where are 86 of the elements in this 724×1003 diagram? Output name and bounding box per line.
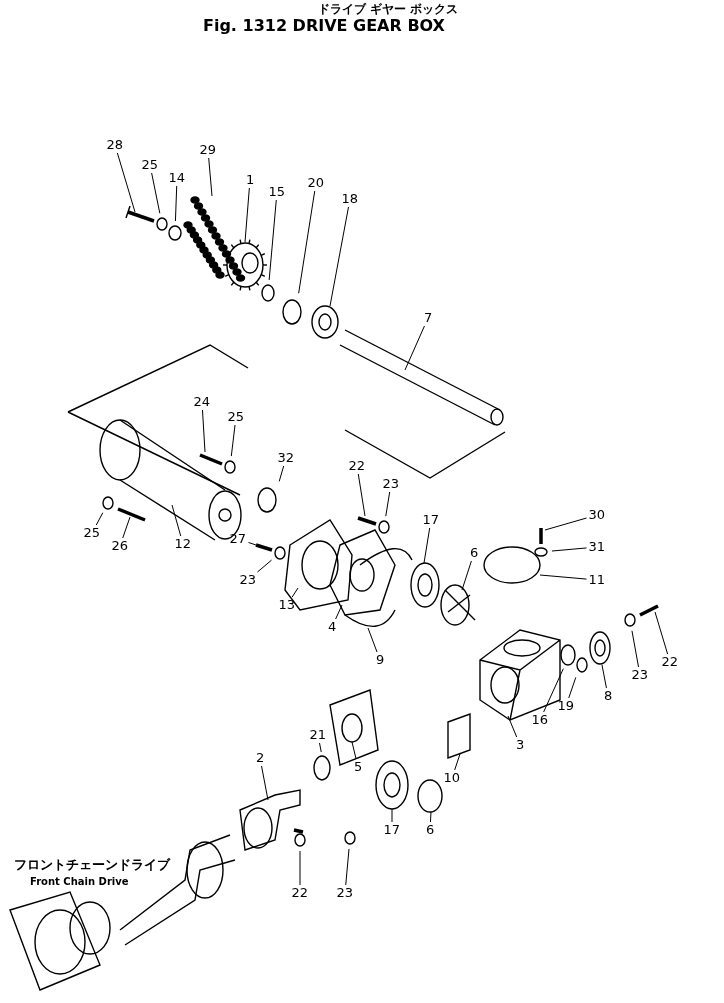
callout-number: 32 bbox=[276, 451, 296, 465]
callout-number: 21 bbox=[308, 728, 328, 742]
callout-number: 25 bbox=[226, 410, 246, 424]
callout-number: 27 bbox=[228, 532, 248, 546]
leader-line bbox=[278, 465, 285, 482]
callout-number: 1 bbox=[245, 173, 256, 187]
leader-line bbox=[202, 409, 206, 453]
part-name: Front Chain Drive bbox=[30, 876, 129, 887]
callout-number: 6 bbox=[469, 546, 480, 560]
leader-line bbox=[244, 187, 250, 243]
leader-line bbox=[335, 604, 343, 620]
leader-line bbox=[461, 560, 472, 591]
callout-number: 15 bbox=[267, 185, 287, 199]
callout-number: 11 bbox=[587, 573, 607, 587]
callout-number: 13 bbox=[277, 598, 297, 612]
callout-number: 30 bbox=[587, 508, 607, 522]
leader-line bbox=[507, 715, 518, 738]
leader-line bbox=[291, 587, 299, 598]
leader-line bbox=[391, 808, 393, 823]
leader-line bbox=[122, 516, 131, 539]
leader-line bbox=[116, 152, 136, 213]
callout-number: 16 bbox=[530, 713, 550, 727]
leader-line bbox=[568, 676, 577, 699]
callout-number: 22 bbox=[660, 655, 680, 669]
leader-line bbox=[404, 325, 425, 371]
leader-line bbox=[95, 512, 104, 526]
callout-number: 26 bbox=[110, 539, 130, 553]
leader-line bbox=[351, 741, 357, 760]
callout-number: 22 bbox=[347, 459, 367, 473]
leader-line bbox=[151, 172, 161, 214]
leader-line bbox=[257, 559, 273, 573]
callout-number: 23 bbox=[381, 477, 401, 491]
callout-number: 2 bbox=[255, 751, 266, 765]
leader-line bbox=[248, 542, 257, 546]
leader-line bbox=[631, 630, 640, 668]
leader-line bbox=[539, 574, 587, 580]
callout-number: 14 bbox=[167, 171, 187, 185]
figure-title: Fig. 1312 DRIVE GEAR BOX bbox=[203, 16, 445, 35]
leader-line bbox=[429, 811, 432, 823]
callout-number: 19 bbox=[556, 699, 576, 713]
leader-line bbox=[261, 765, 269, 801]
leader-line bbox=[543, 668, 564, 713]
callout-number: 6 bbox=[425, 823, 436, 837]
leader-line bbox=[544, 517, 587, 531]
callout-number: 29 bbox=[198, 143, 218, 157]
leader-line bbox=[329, 206, 349, 307]
callout-number: 17 bbox=[382, 823, 402, 837]
leader-line bbox=[551, 547, 587, 552]
leader-line bbox=[345, 848, 350, 886]
leader-line bbox=[357, 473, 366, 517]
leader-line bbox=[423, 527, 431, 564]
callout-number: 18 bbox=[340, 192, 360, 206]
subtitle-text: ドライブ ギヤー ボックス bbox=[318, 1, 459, 18]
callout-number: 25 bbox=[82, 526, 102, 540]
callout-number: 28 bbox=[105, 138, 125, 152]
leader-line bbox=[385, 491, 391, 517]
callout-number: 23 bbox=[238, 573, 258, 587]
leader-line bbox=[208, 157, 213, 197]
callout-number: 22 bbox=[290, 886, 310, 900]
leader-line bbox=[454, 753, 461, 771]
callout-number: 31 bbox=[587, 540, 607, 554]
callout-number: 23 bbox=[630, 668, 650, 682]
leader-line bbox=[601, 664, 607, 689]
leader-line bbox=[654, 611, 669, 655]
callout-number: 4 bbox=[327, 620, 338, 634]
callout-number: 10 bbox=[442, 771, 462, 785]
leader-line bbox=[319, 742, 322, 753]
callout-number: 8 bbox=[603, 689, 614, 703]
callout-number: 5 bbox=[353, 760, 364, 774]
callout-number: 23 bbox=[335, 886, 355, 900]
leader-line bbox=[367, 627, 378, 653]
leader-line bbox=[298, 190, 316, 294]
callout-number: 20 bbox=[306, 176, 326, 190]
callout-number: 9 bbox=[375, 653, 386, 667]
leader-line bbox=[171, 504, 182, 537]
leader-line bbox=[268, 199, 277, 281]
callout-number: 3 bbox=[515, 738, 526, 752]
callout-number: 17 bbox=[421, 513, 441, 527]
leader-line bbox=[174, 185, 178, 222]
leader-line bbox=[230, 424, 236, 457]
callout-number: 24 bbox=[192, 395, 212, 409]
callout-number: 12 bbox=[173, 537, 193, 551]
part-name: フロントチェーンドライブ bbox=[14, 856, 170, 874]
callout-number: 7 bbox=[423, 311, 434, 325]
leader-line bbox=[299, 850, 301, 886]
callout-number: 25 bbox=[140, 158, 160, 172]
